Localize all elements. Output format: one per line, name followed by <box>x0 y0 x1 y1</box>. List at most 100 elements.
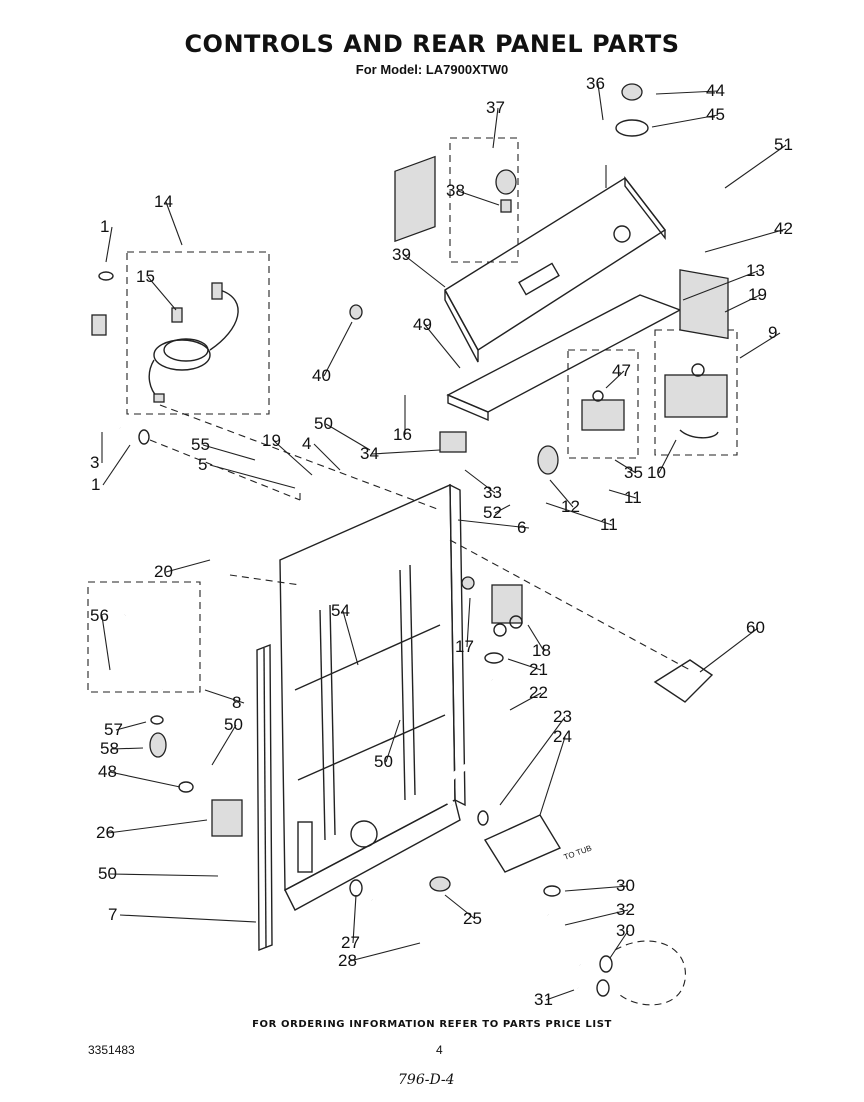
callout-leader-47 <box>605 370 625 389</box>
callout-number-30: 30 <box>616 876 635 895</box>
callout-number-33: 33 <box>483 483 502 502</box>
callout-leader-58 <box>111 747 144 750</box>
callout-leader-27 <box>352 894 357 944</box>
callout-leader-33 <box>464 469 496 494</box>
callout-number-40: 40 <box>312 366 331 385</box>
callout-number-50: 50 <box>224 715 243 734</box>
callout-number-14: 14 <box>154 192 173 211</box>
callout-number-49: 49 <box>413 315 432 334</box>
callout-leader-11 <box>545 502 613 526</box>
callout-number-27: 27 <box>341 933 360 952</box>
callout-leader-30 <box>609 930 629 959</box>
callout-leader-22 <box>509 692 542 711</box>
callout-leader-13 <box>682 270 759 301</box>
inlet-fitting-parts <box>91 271 150 445</box>
callout-number-50: 50 <box>98 864 117 883</box>
rear-panel-part <box>279 483 466 911</box>
callout-leader-19 <box>724 294 761 313</box>
callout-number-6: 6 <box>517 518 526 537</box>
callout-leader-40 <box>323 321 353 377</box>
callout-number-5: 5 <box>198 455 207 474</box>
callout-number-56: 56 <box>90 606 109 625</box>
callout-leader-1 <box>105 226 113 263</box>
callout-number-17: 17 <box>455 637 474 656</box>
callout-number-31: 31 <box>534 990 553 1009</box>
callout-number-30: 30 <box>616 921 635 940</box>
callout-leader-42 <box>704 228 787 253</box>
timer-part <box>664 363 728 439</box>
callout-number-9: 9 <box>768 323 777 342</box>
callout-number-10: 10 <box>647 463 666 482</box>
callout-number-39: 39 <box>392 245 411 264</box>
callout-number-52: 52 <box>483 503 502 522</box>
callout-number-45: 45 <box>706 105 725 124</box>
callout-leader-1 <box>102 444 131 486</box>
page-number: 4 <box>436 1043 443 1057</box>
callout-leader-7 <box>119 914 257 923</box>
callout-number-38: 38 <box>446 181 465 200</box>
callout-number-20: 20 <box>154 562 173 581</box>
callout-number-1: 1 <box>100 217 109 236</box>
callout-leader-17 <box>466 597 471 648</box>
callout-leader-23 <box>499 716 566 806</box>
callout-number-50: 50 <box>374 752 393 771</box>
callout-leader-18 <box>527 624 545 652</box>
callout-leader-54 <box>342 610 359 666</box>
callout-number-12: 12 <box>561 497 580 516</box>
pump-outline <box>614 940 686 1006</box>
callout-leader-50 <box>325 423 371 451</box>
fill-hose-kit-box <box>87 581 201 693</box>
callout-number-18: 18 <box>532 641 551 660</box>
callout-leader-25 <box>444 894 476 920</box>
callout-number-24: 24 <box>553 727 572 746</box>
callout-number-19: 19 <box>262 431 281 450</box>
callout-leader-57 <box>115 721 147 731</box>
callout-number-13: 13 <box>746 261 765 280</box>
callout-leader-4 <box>313 443 341 471</box>
callout-leader-28 <box>349 942 421 962</box>
callout-number-4: 4 <box>302 434 311 453</box>
callout-leader-5 <box>209 464 296 489</box>
console-bracket-part <box>446 294 682 422</box>
callout-leader-56 <box>101 615 111 671</box>
callout-leader-34 <box>371 449 441 455</box>
callout-leader-24 <box>539 736 566 816</box>
callout-leader-60 <box>699 627 759 673</box>
callout-leader-10 <box>658 439 677 474</box>
callout-number-22: 22 <box>529 683 548 702</box>
water-valve-part <box>491 584 523 637</box>
callout-leader-32 <box>564 909 629 926</box>
callout-number-58: 58 <box>100 739 119 758</box>
page-title: CONTROLS AND REAR PANEL PARTS <box>184 30 680 58</box>
power-cord-part <box>148 282 239 403</box>
switch-part <box>581 390 625 431</box>
leg-bracket-part <box>653 659 714 703</box>
callout-number-36: 36 <box>586 74 605 93</box>
callout-leader-31 <box>545 989 575 1001</box>
callout-leader-44 <box>655 90 719 95</box>
callout-number-23: 23 <box>553 707 572 726</box>
side-rail-part <box>256 643 273 952</box>
callout-number-60: 60 <box>746 618 765 637</box>
callout-leader-48 <box>109 771 181 788</box>
callout-leader-39 <box>403 254 446 288</box>
callout-number-48: 48 <box>98 762 117 781</box>
callout-number-32: 32 <box>616 900 635 919</box>
callout-number-15: 15 <box>136 267 155 286</box>
callout-number-54: 54 <box>331 601 350 620</box>
callout-leader-50 <box>385 719 401 763</box>
air-dome-part <box>483 814 562 873</box>
callout-number-47: 47 <box>612 361 631 380</box>
handwritten-note: 796-D-4 <box>398 1072 455 1088</box>
callout-leader-50 <box>211 724 237 766</box>
callout-number-1: 1 <box>91 475 100 494</box>
callout-leader-11 <box>608 489 637 499</box>
callout-leader-35 <box>614 459 637 474</box>
callout-leader-55 <box>202 444 256 461</box>
callout-leader-6 <box>457 519 530 529</box>
callout-leader-8 <box>204 689 245 704</box>
callout-leader-30 <box>564 885 629 892</box>
knob-part <box>495 169 517 213</box>
callout-leader-21 <box>507 658 542 671</box>
